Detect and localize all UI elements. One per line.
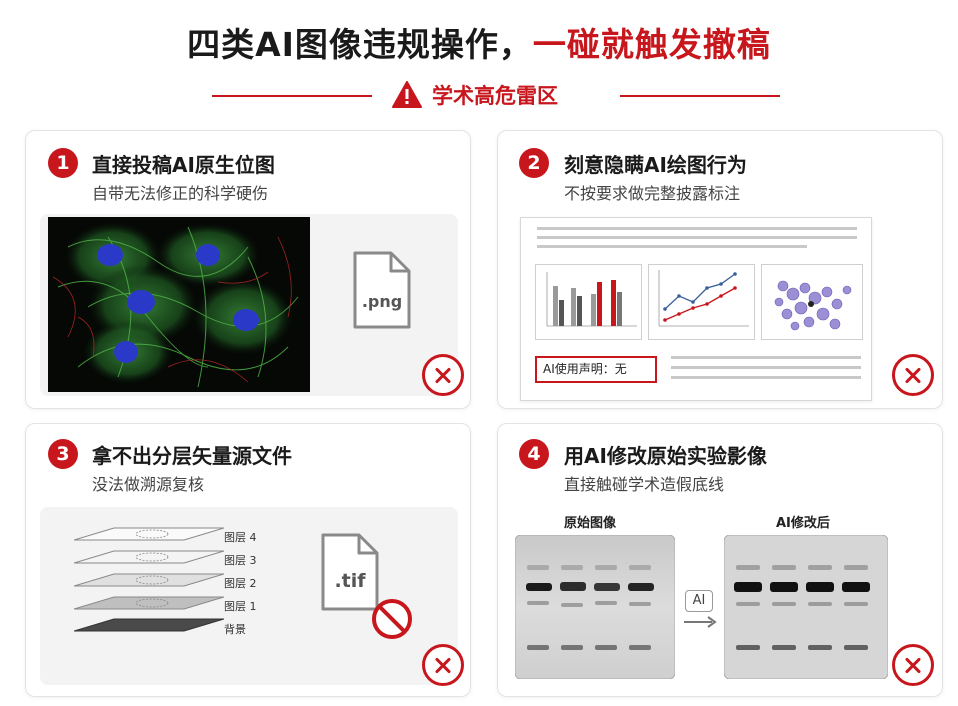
divider-right — [620, 95, 780, 97]
layer-label: 图层 1 — [224, 600, 257, 613]
card-subtitle: 不按要求做完整披露标注 — [564, 184, 741, 203]
layer-label: 图层 4 — [224, 531, 257, 544]
card-title: 拿不出分层矢量源文件 — [92, 444, 292, 468]
card-title: 直接投稿AI原生位图 — [92, 153, 275, 177]
text-line — [537, 245, 807, 248]
title-part-2: 一碰就触发撤稿 — [532, 25, 771, 64]
fluorescence-micrograph — [48, 217, 310, 392]
page-title: 四类AI图像违规操作，一碰就触发撤稿 — [0, 18, 958, 66]
text-line — [671, 356, 861, 359]
card-4: 4 用AI修改原始实验影像 直接触碰学术造假底线 原始图像 AI修改后 AI — [497, 423, 943, 697]
card-number: 2 — [519, 148, 549, 178]
card-subtitle: 自带无法修正的科学硬伤 — [92, 184, 269, 203]
card-title: 刻意隐瞒AI绘图行为 — [564, 153, 747, 177]
text-line — [671, 366, 861, 369]
layer-label: 图层 3 — [224, 554, 257, 567]
prohibited-icon — [372, 599, 412, 639]
text-line — [671, 376, 861, 379]
modified-gel-image — [724, 535, 888, 679]
original-image-label: 原始图像 — [564, 516, 617, 531]
file-extension-label: .tif — [334, 570, 366, 592]
file-extension-label: .png — [361, 292, 403, 311]
layer-stack — [74, 527, 224, 632]
file-icon — [353, 251, 411, 329]
modified-image-label: AI修改后 — [776, 516, 830, 531]
layer-label: 图层 2 — [224, 577, 257, 590]
card-2: 2 刻意隐瞒AI绘图行为 不按要求做完整披露标注 — [497, 130, 943, 409]
file-icon — [321, 533, 379, 611]
x-circle-icon — [892, 354, 934, 396]
ai-disclosure-box: AI使用声明：无 — [535, 356, 657, 383]
card-3: 3 拿不出分层矢量源文件 没法做溯源复核 图层 4 图层 3 图层 2 图层 1… — [25, 423, 471, 697]
text-line — [537, 227, 857, 230]
divider-left — [212, 95, 372, 97]
arrow-right-icon — [684, 616, 717, 628]
warning-triangle-icon — [392, 81, 422, 108]
card-number: 4 — [519, 439, 549, 469]
layer-label: 背景 — [224, 623, 246, 636]
card-subtitle: 没法做溯源复核 — [92, 475, 205, 494]
title-part-1: 四类AI图像违规操作， — [187, 25, 533, 64]
manuscript-page: AI使用声明：无 — [520, 217, 872, 401]
x-circle-icon — [422, 354, 464, 396]
card-1: 1 直接投稿AI原生位图 自带无法修正的科学硬伤 — [25, 130, 471, 409]
text-line — [537, 236, 857, 239]
x-circle-icon — [892, 644, 934, 686]
card-number: 3 — [48, 439, 78, 469]
subtitle-text: 学术高危雷区 — [432, 84, 558, 108]
figure-panels — [535, 264, 863, 340]
card-subtitle: 直接触碰学术造假底线 — [564, 475, 725, 494]
x-circle-icon — [422, 644, 464, 686]
subtitle-row: 学术高危雷区 — [0, 78, 958, 112]
card-title: 用AI修改原始实验影像 — [564, 444, 767, 468]
card-number: 1 — [48, 148, 78, 178]
ai-arrow-label: AI — [685, 590, 713, 612]
original-gel-image — [515, 535, 675, 679]
